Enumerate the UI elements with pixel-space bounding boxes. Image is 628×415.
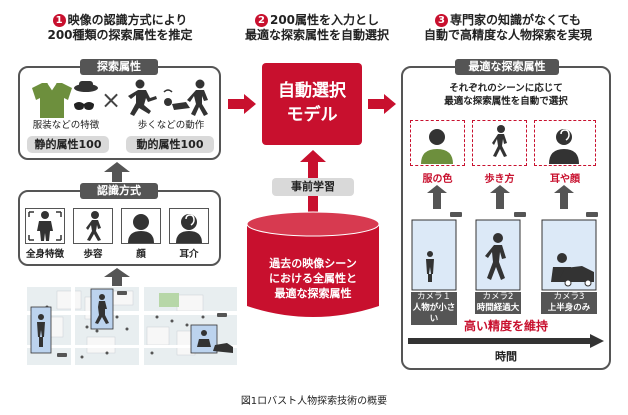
figure-caption: 図1ロバスト人物探索技術の概要 (240, 396, 388, 407)
walk-icon (492, 125, 507, 157)
clothes-icon (421, 129, 453, 164)
auto-model-line2: モデル (286, 105, 338, 125)
step1-badge: 1 (52, 14, 66, 27)
face-icon-box (121, 208, 161, 244)
step3-badge: 3 (434, 14, 448, 27)
up-arrow-1 (104, 162, 130, 182)
database-line3: 最適な探索属性 (274, 287, 352, 300)
dynamic-attribute-pill: 動的属性100 (126, 136, 214, 153)
attr-label-walk: 歩き方 (484, 174, 515, 185)
up-arrow-2 (104, 268, 130, 286)
auto-model-line1: 自動選択 (278, 81, 346, 101)
step2-line1: 200属性を入力とし (269, 13, 380, 27)
step1-line2: 200種類の探索属性を推定 (47, 28, 193, 42)
full-body-icon (28, 211, 62, 241)
camera1-name: カメラ１ (416, 292, 451, 302)
cross-symbol: × (101, 86, 122, 114)
time-label: 時間 (495, 350, 517, 363)
camera2-name: カメラ2 (482, 292, 514, 302)
accuracy-label: 高い精度を維持 (463, 319, 548, 333)
attr-walk-box (472, 120, 527, 166)
camera-to-attr-arrows (427, 185, 574, 209)
attr-ear-face-box (534, 120, 596, 166)
database-cylinder (246, 211, 380, 317)
camera3-desc: 上半身のみ (547, 303, 591, 313)
camera1-label: カメラ１ 人物が小さい (411, 292, 457, 325)
step3-line1: 専門家の知識がなくても (449, 13, 582, 27)
attr-label-clothes: 服の色 (422, 174, 453, 185)
camera3-name: カメラ3 (553, 292, 585, 302)
recognition-panel-title: 認識方式 (80, 183, 158, 199)
auto-select-model-box: 自動選択 モデル (262, 63, 362, 145)
full-body-icon-box (25, 208, 65, 244)
camera-frames (411, 212, 598, 291)
time-arrow (408, 334, 604, 348)
attribute-panel-title: 探索属性 (80, 59, 158, 75)
attr-label-ear-face: 耳や顔 (550, 174, 580, 185)
right-arrow-2 (368, 94, 396, 114)
gait-icon-box (73, 208, 113, 244)
dynamic-caption: 歩くなどの動作 (137, 120, 205, 131)
right-arrow-1 (228, 94, 256, 114)
ear-icon-box (169, 208, 209, 244)
camera3-label: カメラ3 上半身のみ (541, 292, 597, 314)
step3-line2: 自動で高精度な人物探索を実現 (423, 28, 592, 42)
optimal-desc-line1: それぞれのシーンに応じて (449, 83, 563, 94)
recog-label-gait: 歩容 (83, 249, 103, 260)
recog-label-ear: 耳介 (179, 249, 199, 260)
step1-line1: 映像の認識方式により (67, 13, 188, 27)
recog-label-face: 顔 (136, 249, 146, 260)
step2-line2: 最適な探索属性を自動選択 (244, 28, 389, 42)
step2-badge: 2 (254, 14, 268, 27)
camera2-label: カメラ2 時間経過大 (475, 292, 521, 314)
camera2-desc: 時間経過大 (476, 303, 520, 313)
clothing-features-icon (32, 81, 98, 118)
ear-face-icon (549, 129, 579, 164)
motion-actions-icon (128, 79, 208, 116)
database-text: 過去の映像シーン における全属性と 最適な探索属性 (245, 256, 381, 301)
pretrain-label: 事前学習 (272, 178, 354, 196)
camera1-desc: 人物が小さい (412, 303, 456, 324)
gait-icon (86, 211, 101, 241)
database-line2: における全属性と (269, 272, 357, 285)
database-line1: 過去の映像シーン (269, 257, 357, 270)
static-attribute-pill: 静的属性100 (27, 136, 109, 153)
recog-label-full-body: 全身特徴 (25, 249, 64, 260)
attr-clothes-box (410, 120, 465, 166)
surveillance-map (27, 287, 237, 365)
face-icon (128, 214, 154, 243)
optimal-panel-title: 最適な探索属性 (455, 59, 559, 75)
optimal-desc-line2: 最適な探索属性を自動で選択 (444, 96, 568, 107)
static-caption: 服装などの特徴 (32, 120, 100, 131)
ear-icon (176, 214, 202, 243)
